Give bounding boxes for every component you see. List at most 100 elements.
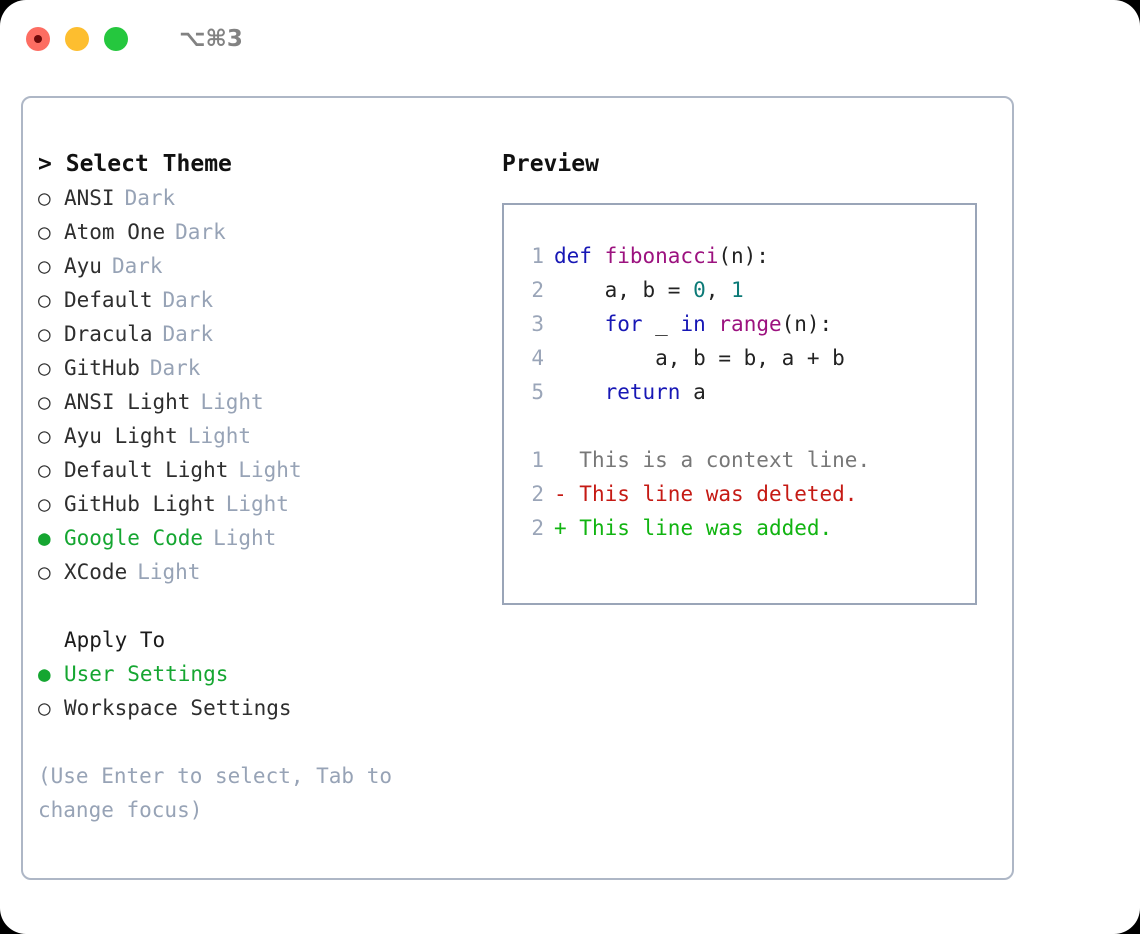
theme-option-label: Atom One bbox=[64, 220, 166, 244]
code-token: (n): bbox=[781, 312, 833, 336]
page-title-text: Select Theme bbox=[65, 151, 232, 177]
radio-unselected-icon: ○ bbox=[38, 288, 51, 312]
radio-unselected-icon: ○ bbox=[38, 356, 51, 380]
theme-option-default[interactable]: ○ Default Dark bbox=[38, 283, 488, 317]
title-bar: ⌥⌘3 bbox=[0, 0, 1140, 78]
theme-option-label: Default Light bbox=[64, 458, 229, 482]
page-title: > Select Theme bbox=[38, 147, 488, 181]
code-token: 0 bbox=[693, 278, 706, 302]
theme-option-label: Google Code bbox=[64, 526, 204, 550]
theme-option-variant-tag: Light bbox=[137, 560, 201, 584]
line-number: 3 bbox=[531, 312, 544, 336]
maximize-window-button[interactable] bbox=[104, 27, 128, 51]
theme-option-google-code[interactable]: ● Google Code Light bbox=[38, 521, 488, 555]
theme-option-label: Default bbox=[64, 288, 153, 312]
code-line: 4 a, b = b, a + b bbox=[522, 341, 975, 375]
code-token bbox=[554, 380, 605, 404]
radio-unselected-icon: ○ bbox=[38, 390, 51, 414]
radio-unselected-icon: ○ bbox=[38, 322, 51, 346]
theme-option-variant-tag: Dark bbox=[162, 322, 214, 346]
line-number: 2 bbox=[531, 278, 544, 302]
code-token: def bbox=[554, 244, 605, 268]
radio-selected-icon: ● bbox=[38, 662, 51, 686]
theme-option-atom-one[interactable]: ○ Atom One Dark bbox=[38, 215, 488, 249]
close-window-button[interactable] bbox=[26, 27, 50, 51]
radio-unselected-icon: ○ bbox=[38, 492, 51, 516]
theme-option-label: Ayu bbox=[64, 254, 102, 278]
theme-option-variant-tag: Light bbox=[225, 492, 289, 516]
theme-option-variant-tag: Dark bbox=[149, 356, 201, 380]
keyboard-shortcut-label: ⌥⌘3 bbox=[179, 26, 243, 52]
line-number: 2 bbox=[531, 482, 544, 506]
code-token: (n): bbox=[718, 244, 769, 268]
code-diff-separator bbox=[522, 409, 975, 443]
code-token: a bbox=[680, 380, 706, 404]
theme-option-variant-tag: Light bbox=[213, 526, 277, 550]
diff-marker: - bbox=[554, 482, 567, 506]
code-token: , bbox=[705, 278, 732, 302]
radio-unselected-icon: ○ bbox=[38, 220, 51, 244]
theme-option-variant-tag: Dark bbox=[124, 186, 176, 210]
line-number: 5 bbox=[531, 380, 544, 404]
radio-unselected-icon: ○ bbox=[38, 424, 51, 448]
code-token: in bbox=[680, 312, 706, 336]
apply-to-option-label: User Settings bbox=[64, 662, 229, 686]
radio-unselected-icon: ○ bbox=[38, 186, 51, 210]
code-token: return bbox=[604, 380, 681, 404]
theme-option-variant-tag: Light bbox=[200, 390, 264, 414]
code-line: 1 def fibonacci(n): bbox=[522, 239, 975, 273]
window-controls bbox=[26, 27, 128, 51]
apply-to-option-user-settings[interactable]: ● User Settings bbox=[38, 657, 488, 691]
radio-selected-icon: ● bbox=[38, 526, 51, 550]
code-token: for bbox=[604, 312, 643, 336]
prompt-caret: > bbox=[38, 151, 52, 177]
code-token: fibonacci bbox=[604, 244, 719, 268]
theme-option-ansi-light[interactable]: ○ ANSI Light Light bbox=[38, 385, 488, 419]
theme-option-label: ANSI Light bbox=[64, 390, 191, 414]
line-number: 2 bbox=[531, 516, 544, 540]
code-token bbox=[554, 312, 605, 336]
theme-option-github[interactable]: ○ GitHub Dark bbox=[38, 351, 488, 385]
apply-to-option-workspace-settings[interactable]: ○Workspace Settings bbox=[38, 691, 488, 725]
minimize-window-button[interactable] bbox=[65, 27, 89, 51]
close-icon bbox=[34, 35, 42, 43]
code-line: 2 a, b = 0, 1 bbox=[522, 273, 975, 307]
theme-option-variant-tag: Light bbox=[238, 458, 302, 482]
code-token: a, b = bbox=[554, 278, 694, 302]
code-line: 5 return a bbox=[522, 375, 975, 409]
diff-line: 2+ This line was added. bbox=[522, 511, 975, 545]
line-number: 4 bbox=[531, 346, 544, 370]
line-number: 1 bbox=[531, 244, 544, 268]
line-number: 1 bbox=[531, 448, 544, 472]
theme-option-variant-tag: Dark bbox=[175, 220, 226, 244]
code-token: _ bbox=[642, 312, 681, 336]
theme-option-label: Ayu Light bbox=[64, 424, 178, 448]
radio-unselected-icon: ○ bbox=[38, 560, 51, 584]
diff-text: This is a context line. bbox=[566, 448, 871, 472]
theme-option-default-light[interactable]: ○ Default Light Light bbox=[38, 453, 488, 487]
theme-option-label: GitHub bbox=[64, 356, 140, 380]
code-token: range bbox=[718, 312, 782, 336]
theme-option-variant-tag: Dark bbox=[162, 288, 214, 312]
code-token bbox=[706, 312, 719, 336]
code-token: 1 bbox=[731, 278, 744, 302]
diff-marker bbox=[554, 448, 567, 472]
radio-unselected-icon: ○ bbox=[38, 458, 51, 482]
diff-marker: + bbox=[554, 516, 567, 540]
list-spacer bbox=[38, 589, 488, 623]
radio-unselected-icon: ○ bbox=[38, 254, 51, 278]
keyboard-hint: (Use Enter to select, Tab to change focu… bbox=[38, 764, 405, 822]
